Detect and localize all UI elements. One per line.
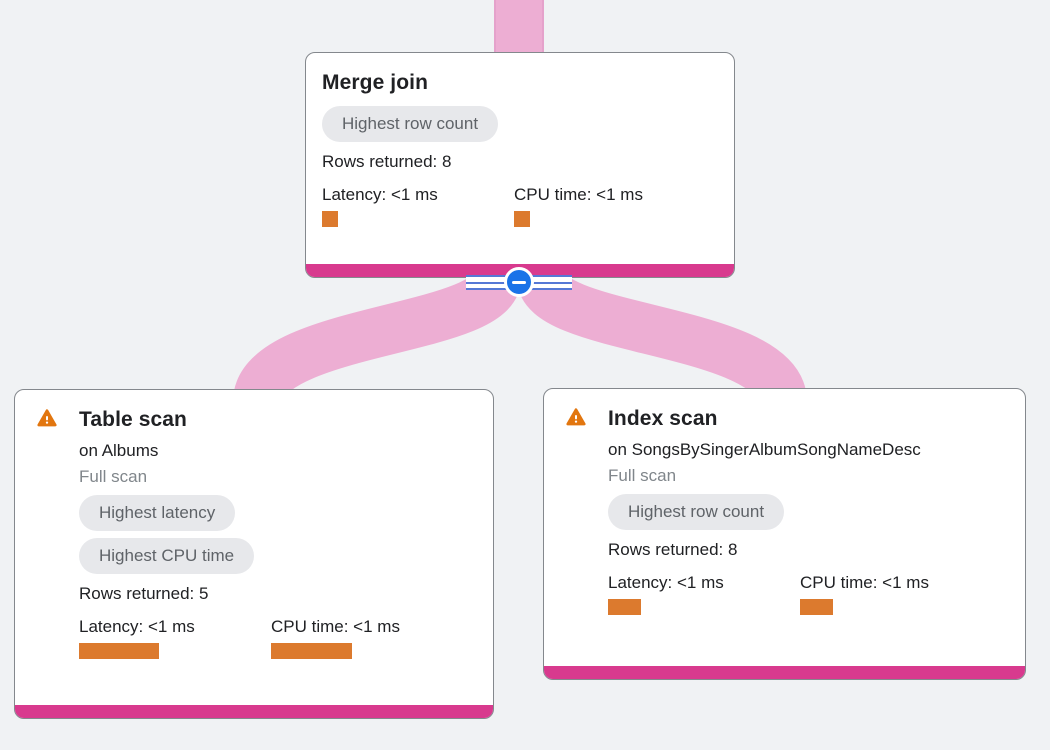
badge-highest-row-count: Highest row count <box>608 494 785 530</box>
node-footer-accent-bar <box>544 666 1025 679</box>
cpu-time-label: CPU time: <1 ms <box>800 573 929 592</box>
latency-label: Latency: <1 ms <box>608 573 724 592</box>
scan-type-label: Full scan <box>608 466 677 485</box>
node-title: Table scan <box>79 408 187 431</box>
latency-label: Latency: <1 ms <box>322 185 438 204</box>
plan-node-index-scan[interactable]: Index scan on SongsBySingerAlbumSongName… <box>543 388 1026 680</box>
scan-type-label: Full scan <box>79 467 148 486</box>
node-title: Merge join <box>322 71 429 94</box>
latency-bar <box>322 211 338 227</box>
latency-label: Latency: <1 ms <box>79 617 195 636</box>
cpu-time-bar <box>271 643 352 659</box>
scan-target-label: on Albums <box>79 441 159 460</box>
badge-highest-latency: Highest latency <box>79 495 236 531</box>
cpu-time-metric: CPU time: <1 ms <box>271 617 463 659</box>
latency-metric: Latency: <1 ms <box>608 573 800 615</box>
cpu-time-label: CPU time: <1 ms <box>514 185 643 204</box>
cpu-time-label: CPU time: <1 ms <box>271 617 400 636</box>
rows-returned-label: Rows returned: 5 <box>79 584 209 603</box>
cpu-time-bar <box>514 211 530 227</box>
edge-merge-join-to-table-scan <box>233 271 521 406</box>
cpu-time-metric: CPU time: <1 ms <box>514 185 706 227</box>
latency-bar <box>79 643 159 659</box>
latency-metric: Latency: <1 ms <box>322 185 514 227</box>
scan-target-label: on SongsBySingerAlbumSongNameDesc <box>608 440 921 459</box>
latency-bar <box>608 599 641 615</box>
cpu-time-metric: CPU time: <1 ms <box>800 573 992 615</box>
badge-highest-cpu-time: Highest CPU time <box>79 538 255 574</box>
node-footer-accent-bar <box>15 705 493 718</box>
edge-parent-to-merge-join <box>494 0 544 56</box>
plan-node-table-scan[interactable]: Table scan on Albums Full scan Highest l… <box>14 389 494 719</box>
collapse-children-button[interactable] <box>466 267 572 297</box>
node-title: Index scan <box>608 407 718 430</box>
plan-node-merge-join[interactable]: Merge join Highest row count Rows return… <box>305 52 735 278</box>
badge-highest-row-count: Highest row count <box>322 106 499 142</box>
collapse-circle <box>504 267 534 297</box>
latency-metric: Latency: <1 ms <box>79 617 271 659</box>
rows-returned-label: Rows returned: 8 <box>322 152 452 171</box>
cpu-time-bar <box>800 599 833 615</box>
minus-icon <box>512 280 526 284</box>
warning-icon <box>566 408 586 426</box>
warning-icon <box>37 409 57 427</box>
rows-returned-label: Rows returned: 8 <box>608 540 738 559</box>
edge-merge-join-to-index-scan <box>517 271 807 406</box>
